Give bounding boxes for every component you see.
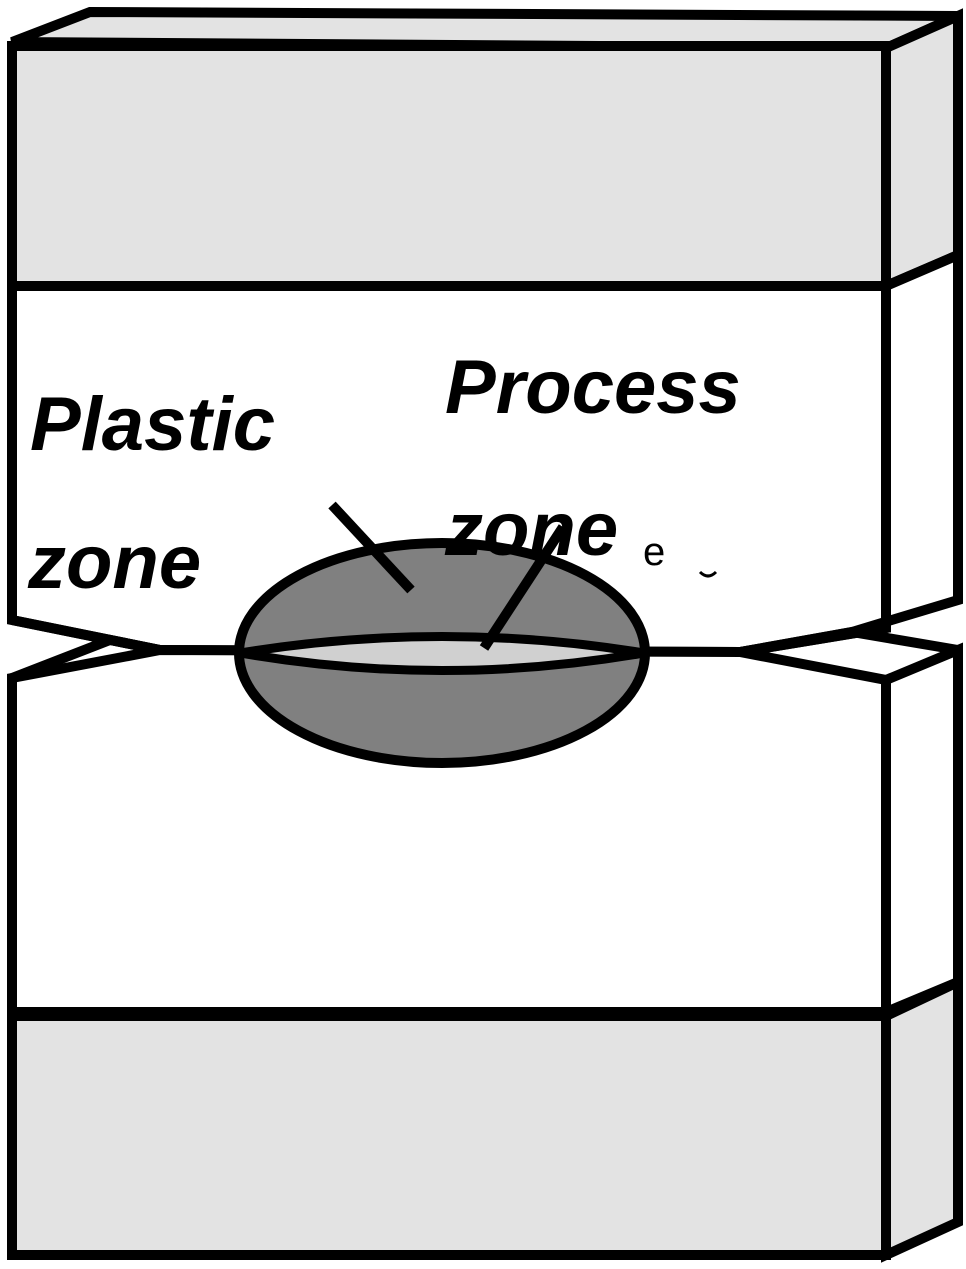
process-zone-label-line1: Process bbox=[445, 345, 741, 430]
residual-mark bbox=[698, 570, 718, 578]
residual-glyph: e bbox=[643, 530, 665, 574]
lower-half-crack-flank bbox=[739, 626, 959, 657]
bottom-grip-front-face bbox=[7, 1011, 891, 1260]
lower-specimen-half bbox=[6, 626, 963, 1020]
plastic-zone-leader bbox=[328, 501, 415, 594]
process-zone-leader bbox=[479, 524, 568, 651]
bottom-grip-side-face bbox=[881, 974, 963, 1263]
lower-half-side-face bbox=[881, 642, 963, 1020]
top-grip bbox=[7, 6, 963, 294]
notch-left-lower bbox=[10, 634, 161, 683]
process-zone-label-line2: zone bbox=[444, 487, 618, 572]
plastic-zone-label-line2: zone bbox=[27, 520, 201, 605]
bottom-grip bbox=[7, 974, 963, 1263]
process-zone bbox=[239, 632, 645, 675]
top-grip-side-face bbox=[881, 8, 963, 294]
top-grip-front-face bbox=[7, 41, 891, 291]
plastic-zone-label-line1: Plastic bbox=[30, 382, 275, 467]
